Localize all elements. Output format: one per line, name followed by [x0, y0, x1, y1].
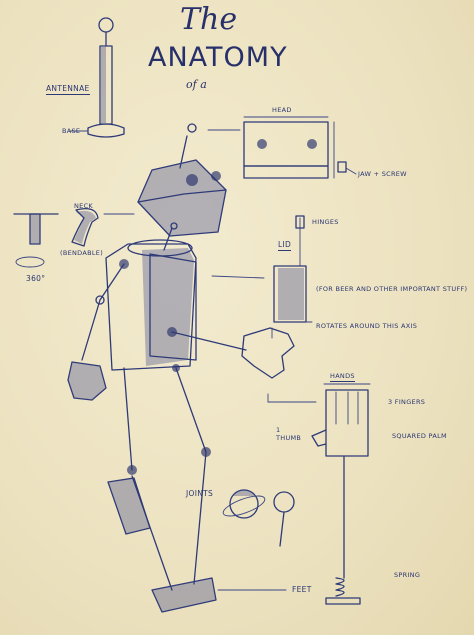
spring-detail-drawing: [217, 577, 361, 605]
label-antennae: ANTENNAE: [46, 84, 90, 95]
label-head: HEAD: [272, 106, 292, 114]
label-neck: NECK: [74, 202, 93, 210]
head-detail-drawing: [207, 116, 357, 179]
label-base: BASE: [62, 127, 81, 135]
label-fingers: 3 FINGERS: [388, 398, 426, 406]
label-rotates-note: ROTATES AROUND THIS AXIS: [316, 322, 418, 330]
label-bendable: (BENDABLE): [60, 249, 104, 257]
title-line1: The: [180, 2, 238, 37]
label-hinges: HINGES: [312, 218, 339, 226]
joints-detail-drawing: [222, 489, 295, 547]
label-hands: HANDS: [330, 372, 355, 382]
antenna-detail-drawing: [69, 17, 125, 138]
label-palm: SQUARED PALM: [392, 432, 447, 440]
label-feet: FEET: [292, 585, 312, 594]
label-rotation: 360°: [26, 274, 46, 283]
label-lid: LID: [278, 240, 292, 251]
neck-detail-drawing: [13, 207, 135, 268]
label-jaw-screw: JAW + SCREW: [358, 170, 407, 178]
label-thumb: 1 THUMB: [276, 426, 302, 442]
hand-detail-drawing: [267, 383, 371, 579]
title-line2: ANATOMY: [148, 42, 288, 73]
title-line3: of a: [186, 78, 207, 91]
robot-figure-drawing: [67, 123, 295, 613]
label-joints: JOINTS: [186, 489, 214, 498]
label-spring: SPRING: [394, 571, 421, 579]
lid-detail-drawing: [211, 215, 313, 339]
label-lid-note: (FOR BEER AND OTHER IMPORTANT STUFF): [316, 285, 468, 293]
